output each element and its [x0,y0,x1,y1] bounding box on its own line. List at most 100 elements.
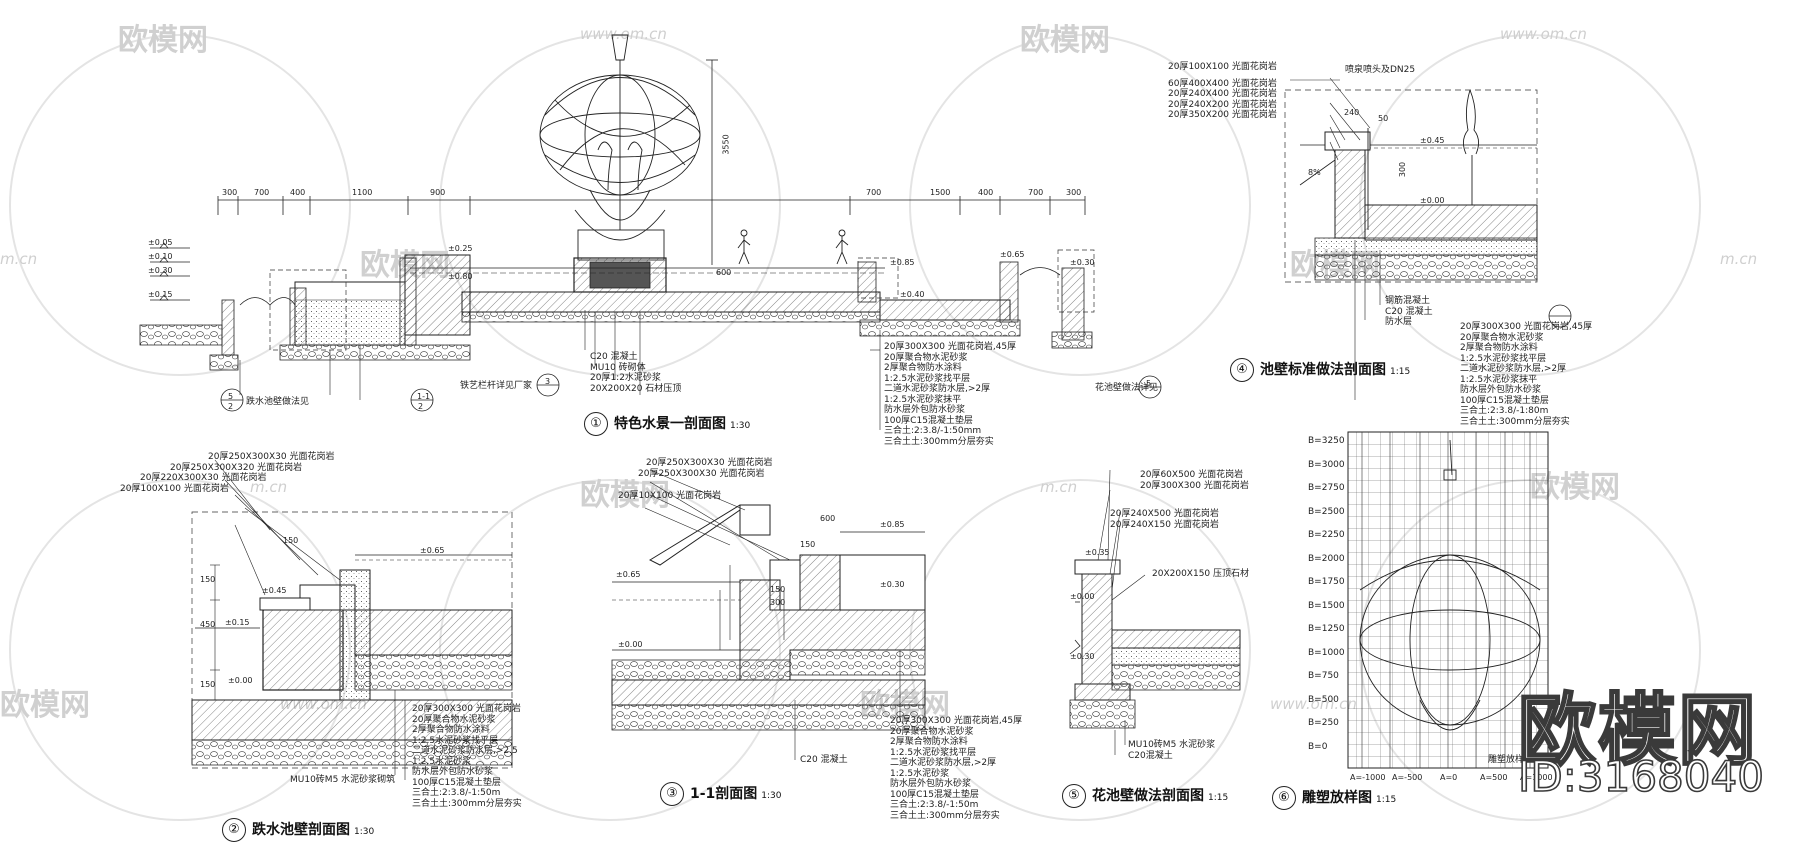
grid-b-label: B=2750 [1308,483,1345,493]
layer-line: 三合土土:300mm分层夯实 [412,798,522,809]
watermark-url: m.cn [0,250,38,268]
elevation-label: ±0.45 [1420,136,1445,145]
watermark-url: m.cn [250,478,288,496]
layer-line: 防水层外包防水砂浆 [884,405,966,415]
elevation-label: ±0.85 [890,258,915,267]
layer-line: 1:2.5水泥砂浆找平层 [890,747,977,758]
drawing-number-badge: ⑤ [1062,784,1086,808]
watermark-url: www.om.cn [1500,25,1587,43]
layer-line: 20厚300X300 光面花岗岩,45厚 [890,716,1023,726]
note-line: C20 混凝土 [590,352,638,362]
dim-text: 450 [200,620,216,629]
note-line: MU10砖M5 水泥砂浆 [1128,740,1216,750]
callout-text: 花池壁做法详见 [1095,383,1159,393]
layer-line: 2厚聚合物防水涂料 [890,737,968,747]
section-6-b-labels: B=3250 B=3000 B=2750 B=2500 B=2250 B=200… [1308,430,1345,759]
grid-b-label: B=0 [1308,741,1328,752]
drawing-scale: 1:15 [1208,793,1229,803]
layer-line: 2厚聚合物防水涂料 [412,725,490,735]
layer-line: 1:2.5水泥砂浆找平层 [884,373,971,384]
grid-a-label: A=-1000 [1350,773,1386,782]
drawing-title: 花池壁做法剖面图 [1092,788,1204,804]
layer-line: 防水层外包防水砂浆 [1460,385,1542,395]
dim-text: 240 [1344,108,1360,117]
layer-line: 1:2.5水泥砂浆抹平 [1460,374,1538,385]
drawing-number-badge: ② [222,818,246,842]
section-2-labels: 20厚250X300X30 光面花岗岩 20厚250X300X320 光面花岗岩… [120,452,334,494]
dim-text: 1100 [352,188,373,197]
label-line: 20厚240X150 光面花岗岩 [1110,519,1219,530]
note-line: 20厚1:2水泥砂浆 [590,373,661,383]
watermark-url: www.om.cn [1270,695,1357,713]
elevation-label: ±0.15 [148,290,173,299]
ref-number: 1-1 [417,392,431,401]
section-4-bottom-notes: 钢筋混凝土 C20 混凝土 防水层 [1385,296,1433,328]
layer-line: 100厚C15混凝土垫层 [890,789,979,800]
label-line: 20厚300X300 光面花岗岩 [1140,480,1249,491]
layer-line: 20厚聚合物水泥砂浆 [412,714,496,725]
drawing-title: 跌水池壁剖面图 [252,822,350,838]
dim-text: 300 [1066,188,1082,197]
watermark-logo: 欧模网 [1020,23,1110,58]
watermark-url: www.om.cn [580,25,667,43]
top-label: 喷泉喷头及DN25 [1345,65,1416,75]
dim-text: 700 [866,188,882,197]
grid-a-label: A=500 [1480,773,1508,782]
label-line: 20厚240X200 光面花岗岩 [1168,99,1277,110]
layer-line: 三合土土:300mm分层夯实 [1460,416,1570,427]
section-4-labels: 20厚100X100 光面花岗岩 60厚400X400 光面花岗岩 20厚240… [1168,62,1277,121]
side-label: 20X200X150 压顶石材 [1152,569,1250,579]
ref-number: 2 [418,402,424,411]
layer-line: 20厚聚合物水泥砂浆 [884,352,968,363]
layer-line: 二道水泥砂浆防水层,>2厚 [890,758,997,768]
drawing-title: 池壁标准做法剖面图 [1260,362,1386,378]
dim-text: 400 [290,188,306,197]
grid-b-label: B=1250 [1308,624,1345,634]
elevation-label: ±0.30 [880,580,905,589]
label-line: 20厚240X500 光面花岗岩 [1110,509,1219,519]
note-line: 防水层 [1385,317,1413,327]
elevation-label: ±0.65 [420,546,445,555]
drawing-scale: 1:15 [1390,367,1411,377]
elevation-label: ±0.30 [1070,652,1095,661]
dim-text: 700 [1028,188,1044,197]
drawing-scale: 1:30 [761,791,782,801]
grid-b-label: B=3250 [1308,436,1345,446]
elevation-label: ±0.15 [225,618,250,627]
dim-text: 50 [1378,114,1389,123]
layer-line: 20厚300X300 光面花岗岩,45厚 [884,342,1017,352]
layer-line: 1:2.5水泥砂浆 [412,756,472,767]
bottom-note: MU10砖M5 水泥砂浆砌筑 [290,775,396,785]
dim-text: 600 [820,514,836,523]
section-3-layers: 20厚300X300 光面花岗岩,45厚 20厚聚合物水泥砂浆 2厚聚合物防水涂… [890,716,1022,821]
watermark-logo: 欧模网 [118,23,208,58]
dim-text: 700 [254,188,270,197]
watermark-url: m.cn [1720,250,1758,268]
layer-line: 三合土:2:3.8/-1:80m [1460,406,1549,416]
label-line: 20厚350X200 光面花岗岩 [1168,110,1277,120]
dim-text: 150 [800,540,816,549]
grid-b-label: B=2250 [1308,530,1345,540]
bottom-note: C20 混凝土 [800,755,848,765]
note-line: 20X200X20 石材压顶 [590,383,682,394]
layer-line: 1:2.5水泥砂浆 [890,768,950,779]
layer-line: 二道水泥砂浆防水层,>2厚 [1460,364,1567,374]
layer-line: 三合土土:300mm分层夯实 [890,810,1000,821]
watermark-id: ID:3168040 [1517,751,1765,802]
ref-number: 2 [228,402,234,411]
layer-line: 防水层外包防水砂浆 [412,767,494,777]
label-line: 60厚400X400 光面花岗岩 [1168,78,1277,89]
section-1-layers: 20厚300X300 光面花岗岩,45厚 20厚聚合物水泥砂浆 2厚聚合物防水涂… [884,342,1016,447]
dim-text: 150 [200,575,216,584]
label-line: 20厚250X300X30 光面花岗岩 [638,468,765,479]
callout-text: 铁艺栏杆详见厂家 [460,381,533,391]
section-2-layers: 20厚300X300 光面花岗岩 20厚聚合物水泥砂浆 2厚聚合物防水涂料 1:… [412,704,522,809]
